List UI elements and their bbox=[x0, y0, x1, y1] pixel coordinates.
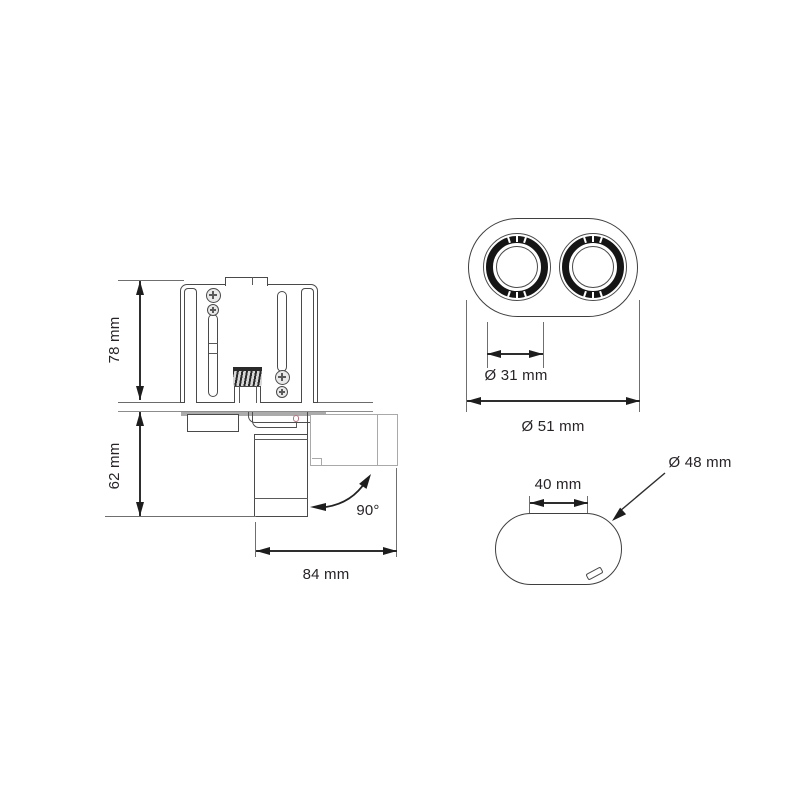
ghost-notch bbox=[312, 458, 322, 460]
bezel-ring-outer bbox=[559, 233, 627, 301]
screw-cross bbox=[281, 372, 283, 381]
tilt-arc-arrow-up bbox=[359, 474, 371, 489]
extension-line bbox=[255, 522, 257, 557]
dimension-line-84 bbox=[256, 550, 397, 552]
screw bbox=[207, 304, 219, 316]
tilt-arc-arrow-left bbox=[310, 503, 326, 511]
housing-right-panel bbox=[301, 288, 314, 403]
bezel-ring-outer bbox=[483, 233, 551, 301]
gimbal-bracket-outer bbox=[248, 412, 310, 423]
ghost-division-line bbox=[377, 414, 379, 466]
leader-arrow-48 bbox=[612, 472, 666, 521]
dimension-arrow bbox=[625, 396, 640, 405]
dimension-label-angle: 90° bbox=[356, 501, 380, 519]
spring-pedestal-wall bbox=[256, 386, 258, 403]
lamp-body-rotated-ghost bbox=[310, 414, 398, 466]
gimbal-bracket-inner bbox=[252, 412, 296, 428]
dimension-arrow bbox=[574, 498, 588, 507]
dimension-line-78 bbox=[139, 281, 141, 400]
bezel-ring-inner bbox=[572, 246, 614, 288]
dimension-label-51: Ø 51 mm bbox=[521, 417, 585, 435]
spring-pedestal bbox=[234, 386, 261, 403]
tilt-arc bbox=[310, 474, 371, 511]
bezel-ring-inner bbox=[496, 246, 538, 288]
dimension-line-31 bbox=[487, 353, 543, 355]
mounting-tab bbox=[225, 277, 268, 286]
recess-housing-box bbox=[180, 284, 318, 403]
dimension-arrow bbox=[135, 411, 144, 426]
knurl-tick bbox=[592, 292, 594, 298]
screw bbox=[276, 386, 288, 398]
screw bbox=[274, 369, 290, 385]
screw-cross bbox=[281, 388, 283, 396]
lamp-body bbox=[254, 434, 308, 517]
knurl-tick bbox=[516, 236, 518, 242]
dimension-label-48: Ø 48 mm bbox=[668, 453, 732, 471]
dimension-label-84: 84 mm bbox=[302, 565, 350, 583]
lamp-rim-line bbox=[254, 497, 308, 499]
extension-line bbox=[486, 322, 488, 368]
dimension-arrow bbox=[135, 386, 144, 400]
screw-cross bbox=[212, 306, 214, 314]
knurl-tick bbox=[592, 236, 594, 242]
extension-line bbox=[105, 515, 256, 517]
housing-left-panel bbox=[184, 288, 197, 403]
dimension-label-40: 40 mm bbox=[534, 476, 582, 493]
screw-cross bbox=[212, 290, 214, 299]
adjustment-slot-left bbox=[208, 314, 218, 397]
leader-line bbox=[619, 472, 666, 512]
ceiling-line-lower bbox=[118, 410, 373, 412]
lamp-body-neck-line bbox=[306, 412, 309, 434]
extension-line bbox=[118, 279, 184, 281]
dimension-arrow bbox=[383, 546, 397, 555]
adjustment-slot-right bbox=[277, 291, 287, 372]
dimension-arrow bbox=[466, 396, 481, 405]
extension-line bbox=[542, 322, 544, 368]
spring-clip-bar bbox=[233, 367, 262, 371]
dimension-label-62: 62 mm bbox=[105, 442, 123, 490]
dimension-arrow bbox=[529, 349, 543, 358]
screw bbox=[205, 287, 221, 303]
dimension-arrow bbox=[135, 280, 144, 295]
mounting-tab-notch bbox=[252, 277, 254, 285]
dimension-label-31: Ø 31 mm bbox=[484, 366, 548, 384]
cutout-stadium bbox=[495, 513, 622, 585]
gimbal-bracket-hook bbox=[296, 423, 298, 428]
lamp-body-top-line bbox=[254, 438, 308, 440]
dimension-arrow bbox=[256, 546, 270, 555]
dimension-arrow bbox=[530, 498, 544, 507]
knurl-tick bbox=[516, 292, 518, 298]
spring-clip-coil bbox=[233, 367, 262, 386]
dimension-line-40 bbox=[530, 502, 588, 504]
slot-tick bbox=[208, 353, 218, 354]
pivot-marker bbox=[292, 415, 300, 422]
leader-arrowhead bbox=[612, 507, 627, 521]
extension-line bbox=[466, 300, 468, 412]
extension-line bbox=[396, 468, 398, 557]
extension-line bbox=[529, 496, 531, 513]
spring-pedestal-wall bbox=[239, 386, 241, 403]
trim-box-left bbox=[187, 414, 239, 432]
slot-tick bbox=[208, 343, 218, 344]
dimension-arrow bbox=[487, 349, 501, 358]
dimension-arrow bbox=[135, 502, 144, 516]
extension-line bbox=[639, 300, 641, 412]
dimension-label-78: 78 mm bbox=[105, 316, 123, 364]
dimension-line-62 bbox=[139, 412, 141, 516]
ghost-notch bbox=[321, 458, 323, 466]
dimension-line-51 bbox=[466, 400, 640, 402]
